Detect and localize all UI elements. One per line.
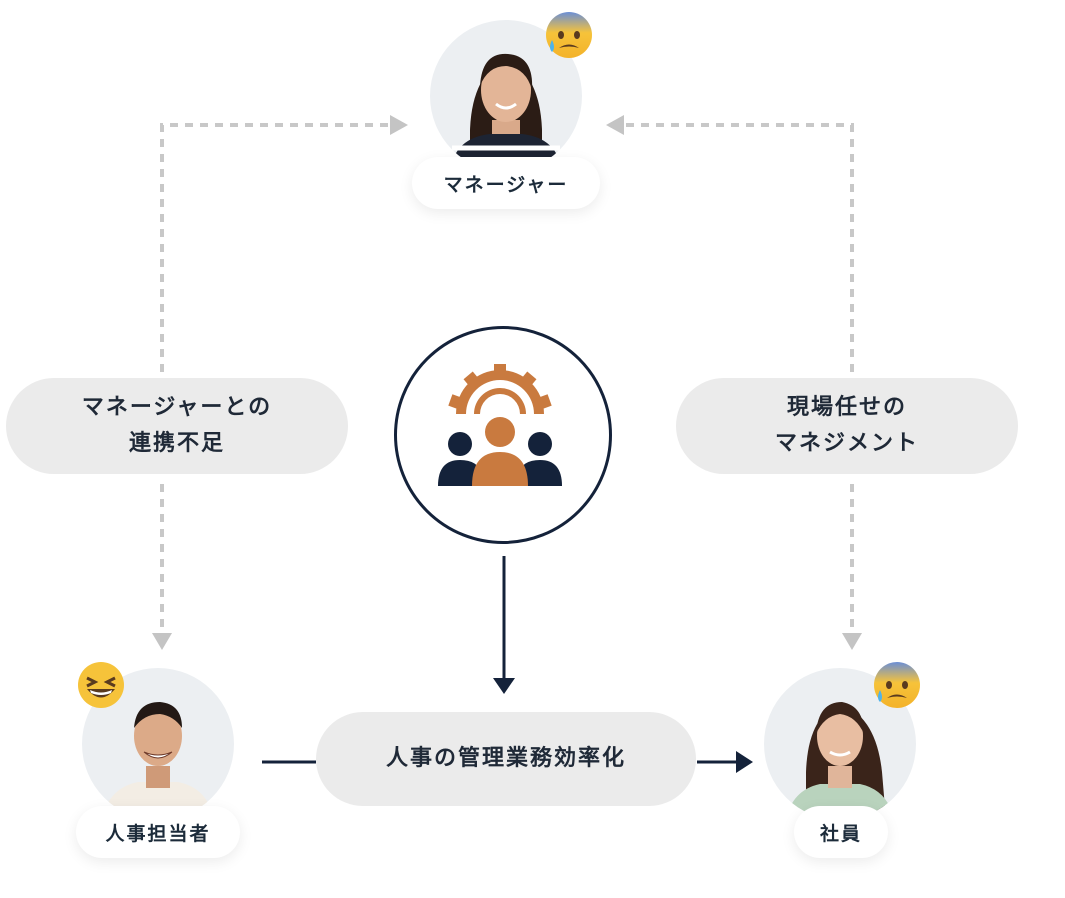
dashed-arrow-left-up (160, 123, 392, 372)
issue-right-line1: 現場任せの (786, 395, 907, 420)
outcome-pill: 人事の管理業務効率化 (316, 712, 696, 806)
arrowhead-right-up (606, 115, 624, 135)
issue-right-line2: マネジメント (774, 431, 919, 456)
center-circle (394, 326, 612, 544)
arrowhead-center-down (493, 678, 515, 694)
manager-label: マネージャー (412, 157, 600, 209)
dashed-arrow-right-up (624, 123, 854, 372)
issue-right-pill: 現場任せの マネジメント (676, 378, 1018, 474)
arrowhead-left-down (152, 633, 172, 650)
arrowhead-outcome-to-employee (736, 751, 753, 773)
anxious-sweat-emoji (872, 660, 922, 710)
employee-label: 社員 (794, 806, 888, 858)
issue-left-line2: 連携不足 (128, 431, 225, 456)
arrowhead-right-down (842, 633, 862, 650)
hr-staff-label: 人事担当者 (76, 806, 240, 858)
issue-left-pill: マネージャーとの 連携不足 (6, 378, 348, 474)
issue-left-line1: マネージャーとの (81, 395, 273, 420)
team-gear-icon (438, 364, 562, 486)
employee-avatar (764, 668, 916, 820)
grinning-squint-emoji (76, 660, 126, 710)
anxious-sweat-emoji (544, 10, 594, 60)
arrowhead-left-up (390, 115, 408, 135)
